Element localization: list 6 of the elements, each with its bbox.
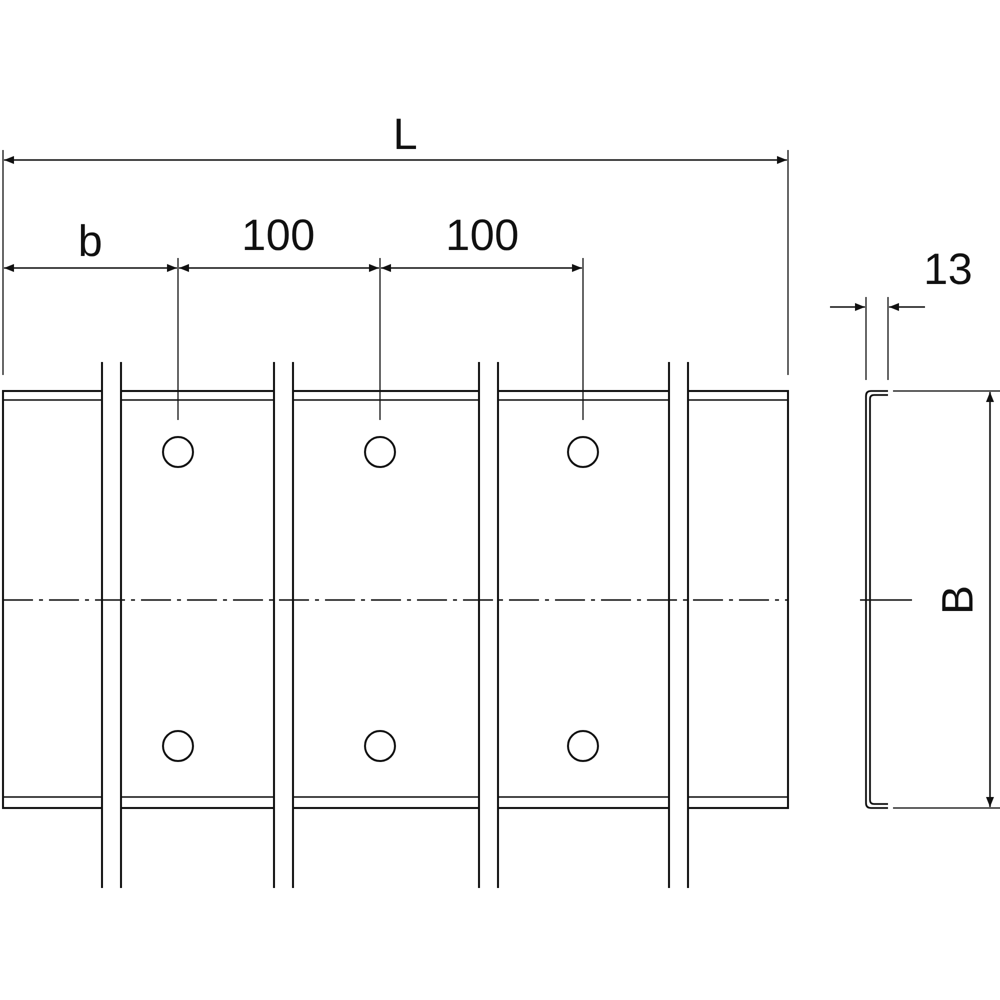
dimension-label: L — [393, 113, 418, 157]
dimension-value: 13 — [924, 248, 972, 292]
dimension-label: b — [78, 220, 102, 264]
dimension-label: B — [936, 585, 980, 615]
dimension-value: 100 — [446, 214, 519, 258]
dimension-value: 100 — [242, 214, 315, 258]
